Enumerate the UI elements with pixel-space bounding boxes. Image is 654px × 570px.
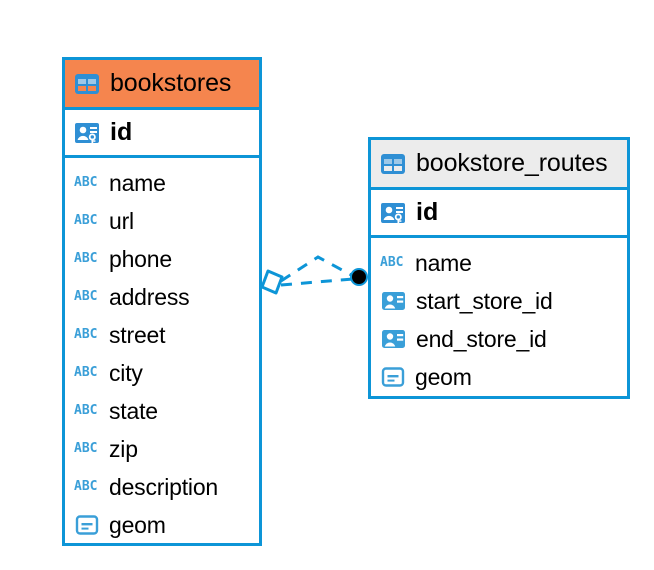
field-row-description[interactable]: ABC description bbox=[65, 468, 259, 506]
field-label-phone: phone bbox=[109, 245, 172, 272]
primary-key-row-bookstore-routes[interactable]: id bbox=[371, 190, 627, 238]
field-label-name: name bbox=[415, 249, 472, 276]
field-list-bookstore-routes: ABC name start_store_id bbox=[371, 238, 627, 396]
field-label-url: url bbox=[109, 207, 134, 234]
abc-text-icon: ABC bbox=[74, 327, 98, 342]
geometry-icon bbox=[74, 512, 100, 538]
field-row-url[interactable]: ABC url bbox=[65, 202, 259, 240]
field-label-street: street bbox=[109, 321, 166, 348]
field-row-zip[interactable]: ABC zip bbox=[65, 430, 259, 468]
field-label-name: name bbox=[109, 169, 166, 196]
foreign-key-card-icon bbox=[380, 288, 407, 315]
geometry-icon bbox=[380, 364, 406, 390]
field-row-name[interactable]: ABC name bbox=[65, 164, 259, 202]
field-row-geom[interactable]: geom bbox=[65, 506, 259, 544]
abc-text-icon: ABC bbox=[74, 365, 98, 380]
field-label-city: city bbox=[109, 359, 143, 386]
entity-title-bookstore-routes: bookstore_routes bbox=[416, 149, 608, 177]
field-row-name[interactable]: ABC name bbox=[371, 244, 627, 282]
abc-text-icon: ABC bbox=[74, 251, 98, 266]
field-label-state: state bbox=[109, 397, 158, 424]
entity-header-bookstore-routes[interactable]: bookstore_routes bbox=[371, 140, 627, 190]
field-row-end-store-id[interactable]: end_store_id bbox=[371, 320, 627, 358]
filled-circle-marker bbox=[350, 268, 368, 286]
abc-text-icon: ABC bbox=[74, 441, 98, 456]
foreign-key-card-icon bbox=[380, 326, 407, 353]
entity-header-bookstores[interactable]: bookstores bbox=[65, 60, 259, 110]
primary-key-card-icon bbox=[379, 199, 407, 227]
primary-key-label-bookstores: id bbox=[110, 118, 133, 146]
field-label-zip: zip bbox=[109, 435, 138, 462]
abc-text-icon: ABC bbox=[74, 479, 98, 494]
field-row-start-store-id[interactable]: start_store_id bbox=[371, 282, 627, 320]
abc-text-icon: ABC bbox=[74, 175, 98, 190]
primary-key-row-bookstores[interactable]: id bbox=[65, 110, 259, 158]
entity-table-bookstore-routes[interactable]: bookstore_routes id ABC name bbox=[368, 137, 630, 399]
entity-title-bookstores: bookstores bbox=[110, 69, 232, 97]
relationship-line-upper bbox=[280, 255, 356, 283]
abc-text-icon: ABC bbox=[74, 213, 98, 228]
field-row-geom[interactable]: geom bbox=[371, 358, 627, 396]
field-label-end-store-id: end_store_id bbox=[416, 325, 547, 352]
field-label-geom: geom bbox=[109, 511, 166, 538]
abc-text-icon: ABC bbox=[74, 403, 98, 418]
diamond-outline-marker bbox=[260, 269, 284, 295]
abc-text-icon: ABC bbox=[74, 289, 98, 304]
field-label-description: description bbox=[109, 473, 219, 500]
field-label-address: address bbox=[109, 283, 190, 310]
entity-table-bookstores[interactable]: bookstores id ABC name bbox=[62, 57, 262, 546]
field-label-start-store-id: start_store_id bbox=[416, 287, 553, 314]
table-grid-icon bbox=[379, 150, 407, 178]
table-grid-icon bbox=[73, 70, 101, 98]
field-row-phone[interactable]: ABC phone bbox=[65, 240, 259, 278]
field-row-city[interactable]: ABC city bbox=[65, 354, 259, 392]
field-row-state[interactable]: ABC state bbox=[65, 392, 259, 430]
primary-key-label-bookstore-routes: id bbox=[416, 198, 439, 226]
abc-text-icon: ABC bbox=[380, 255, 404, 270]
primary-key-card-icon bbox=[73, 119, 101, 147]
field-label-geom: geom bbox=[415, 363, 472, 390]
field-row-street[interactable]: ABC street bbox=[65, 316, 259, 354]
field-list-bookstores: ABC name ABC url ABC phone ABC address A… bbox=[65, 158, 259, 544]
relationship-line-lower bbox=[280, 277, 354, 287]
field-row-address[interactable]: ABC address bbox=[65, 278, 259, 316]
